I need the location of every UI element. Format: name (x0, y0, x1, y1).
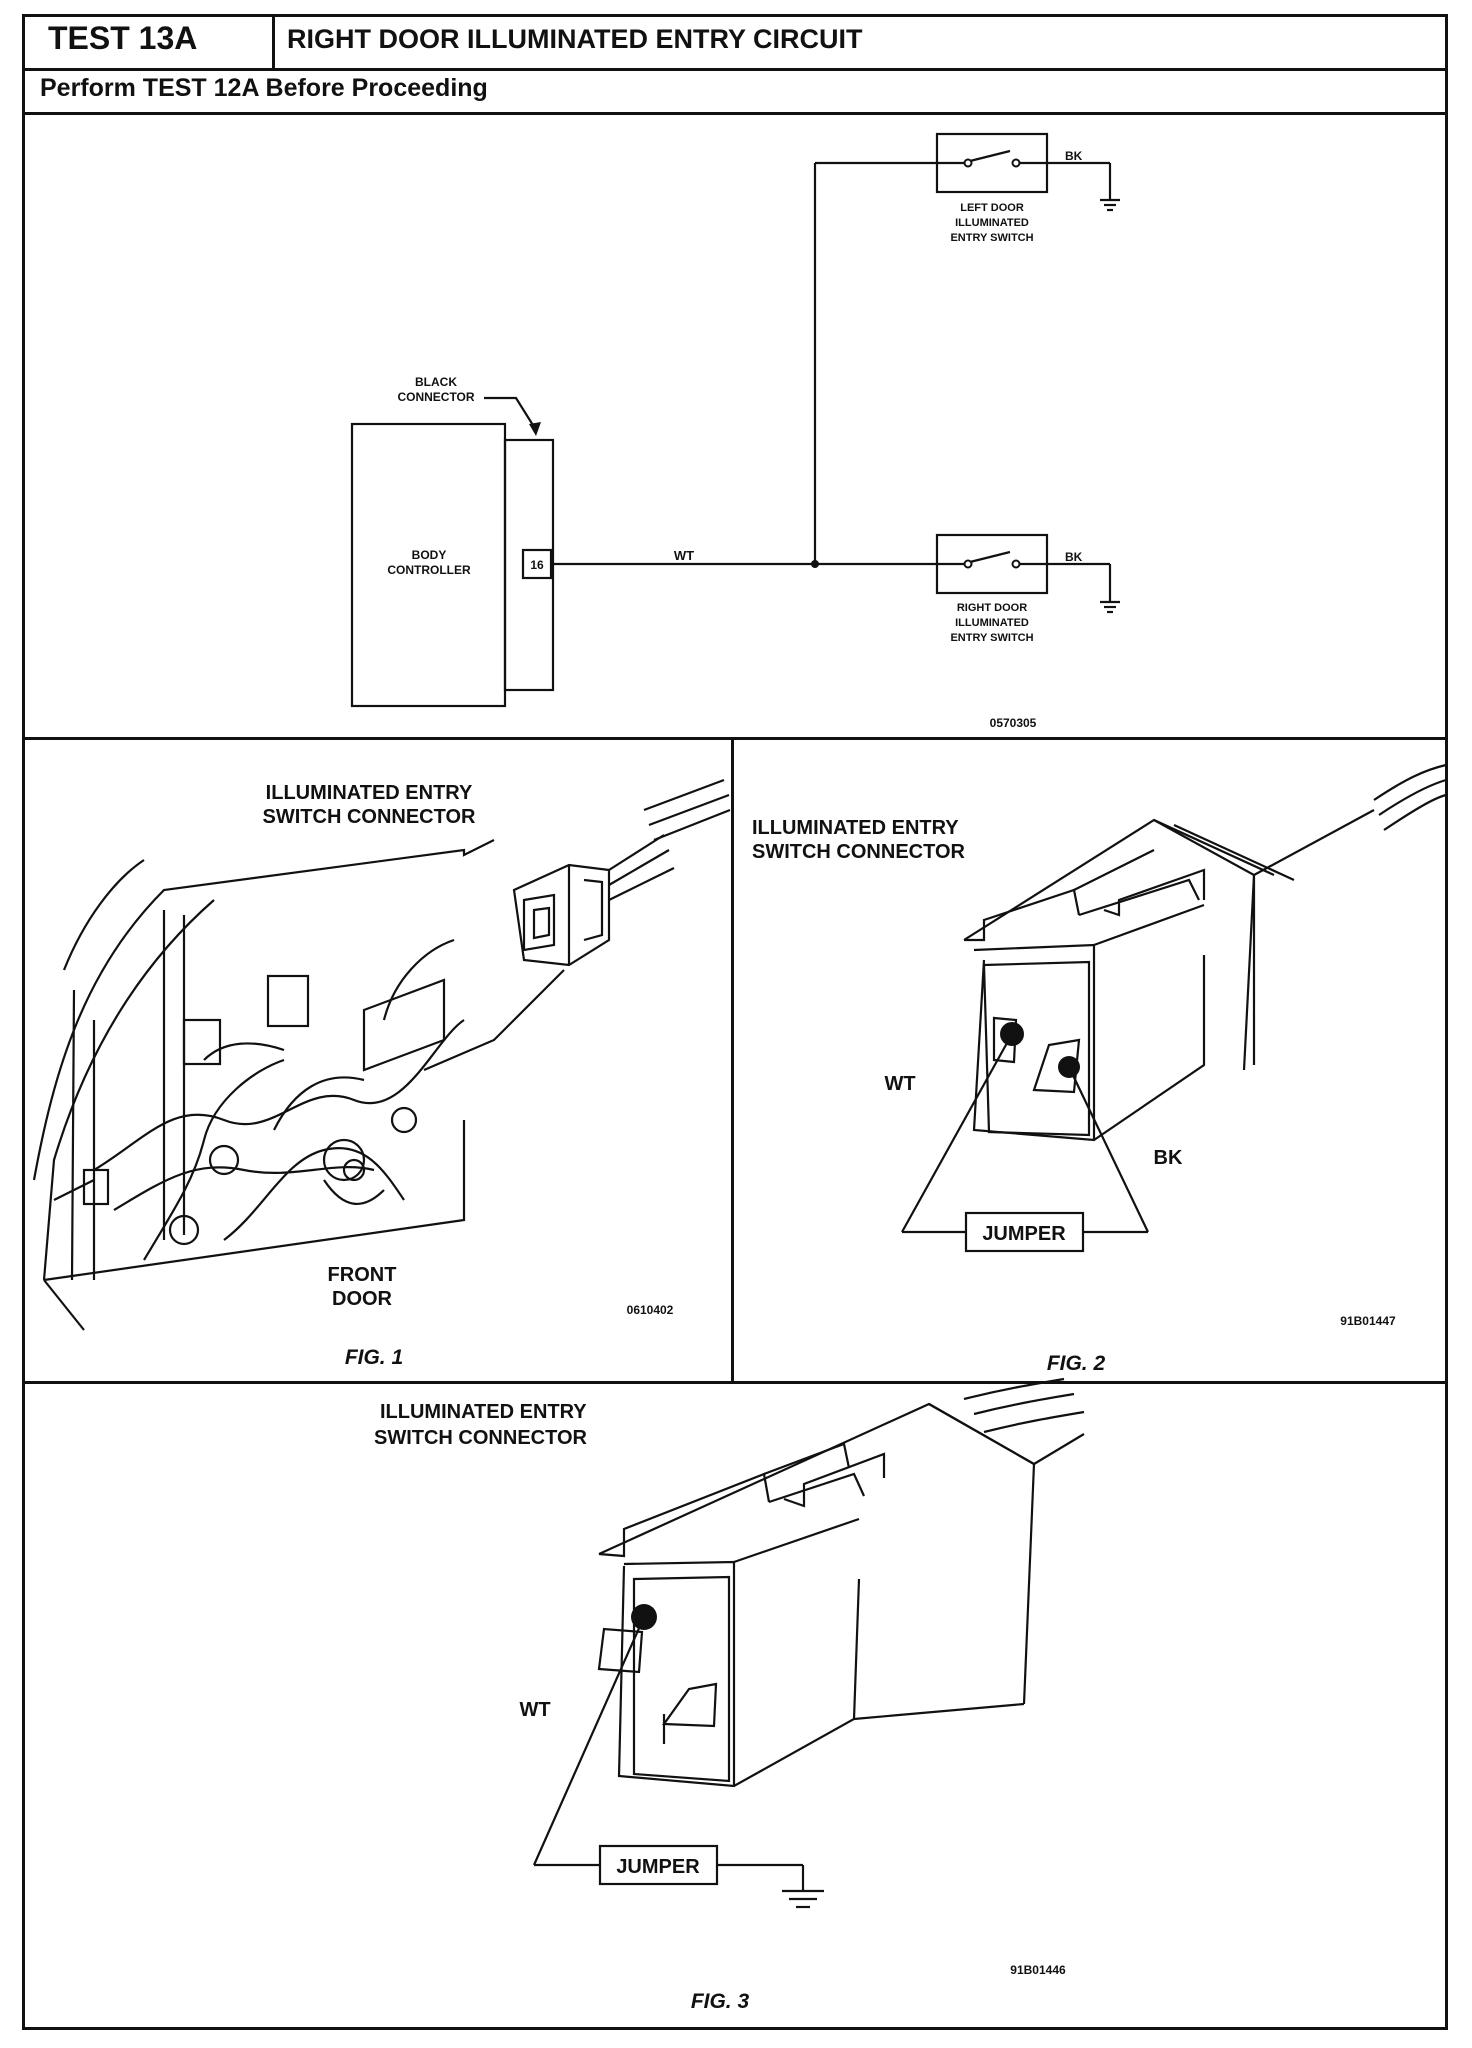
body-controller-label: BODY (412, 548, 447, 562)
fig2-wire-bk: BK (1154, 1147, 1183, 1169)
fig3-jumper-lead (532, 1616, 646, 1866)
fig3-ref-code: 91B01446 (1010, 1963, 1066, 1977)
pin-number: 16 (530, 558, 544, 572)
fig3-title: ILLUMINATED ENTRY (380, 1401, 587, 1423)
splice-dot (811, 560, 819, 568)
header-divider (272, 14, 275, 70)
fig3-wire-wt: WT (519, 1699, 550, 1721)
fig1-title: ILLUMINATED ENTRY (266, 782, 473, 804)
fig1-ref-code: 0610402 (627, 1303, 674, 1317)
connector-leader (484, 396, 537, 431)
fig2-title: ILLUMINATED ENTRY (752, 817, 959, 839)
right-switch-label-2: ILLUMINATED (955, 617, 1029, 629)
black-connector-box (503, 438, 555, 692)
fig3-caption: FIG. 3 (691, 1990, 750, 2013)
fig2-ref-code: 91B01447 (1340, 1314, 1396, 1328)
fig2-wire-wt: WT (884, 1073, 915, 1095)
right-switch-label-3: ENTRY SWITCH (950, 632, 1033, 644)
page-frame (22, 14, 1448, 2030)
left-switch-label-2: ILLUMINATED (955, 217, 1029, 229)
connector-arrowhead (529, 422, 541, 436)
body-controller-label-2: CONTROLLER (387, 563, 471, 577)
schematic-ref-code: 0570305 (990, 716, 1037, 730)
fig2-connector-illustration: ILLUMINATED ENTRY SWITCH CONNECTOR WT BK… (752, 763, 1447, 1375)
prerequisite-note: Perform TEST 12A Before Proceeding (40, 74, 488, 102)
schematic-rule (22, 737, 1448, 740)
left-switch-blade (969, 149, 1011, 163)
fig2-caption: FIG. 2 (1047, 1352, 1106, 1375)
fig3-jumper-label: JUMPER (616, 1856, 700, 1878)
fig-divider (731, 737, 734, 1383)
fig1-door-illustration: ILLUMINATED ENTRY SWITCH CONNECTOR FRONT… (32, 778, 731, 1369)
test-title: RIGHT DOOR ILLUMINATED ENTRY CIRCUIT (287, 24, 863, 54)
fig3-title-2: SWITCH CONNECTOR (374, 1427, 588, 1449)
test-id: TEST 13A (48, 20, 198, 56)
schematic-diagram: BLACK CONNECTOR BODY CONTROLLER 16 WT BK… (350, 132, 1120, 730)
left-switch-label: LEFT DOOR (960, 202, 1024, 214)
left-switch-wire-label: BK (1065, 149, 1083, 163)
fig2-jumper-label: JUMPER (982, 1223, 1066, 1245)
fig3-connector-illustration: ILLUMINATED ENTRY SWITCH CONNECTOR WT JU… (374, 1377, 1085, 2013)
right-switch-wire-label: BK (1065, 550, 1083, 564)
black-connector-label: BLACK (415, 375, 457, 389)
fig2-jumper-box (964, 1211, 1085, 1253)
fig1-title-2: SWITCH CONNECTOR (263, 806, 477, 828)
fig-rule (22, 1381, 1448, 1384)
fig2-jumper-lead-bk (1068, 1066, 1149, 1233)
fig2-title-2: SWITCH CONNECTOR (752, 841, 966, 863)
front-door-label-2: DOOR (332, 1288, 393, 1310)
left-switch-label-3: ENTRY SWITCH (950, 232, 1033, 244)
fig1-caption: FIG. 1 (345, 1346, 403, 1369)
door-outline (32, 839, 495, 1181)
right-switch-label: RIGHT DOOR (957, 602, 1027, 614)
right-switch-blade (969, 550, 1011, 564)
black-connector-label-2: CONNECTOR (397, 390, 474, 404)
front-door-label: FRONT (328, 1264, 397, 1286)
wire-wt-label: WT (674, 548, 694, 563)
prereq-rule (22, 112, 1448, 115)
fig2-jumper-lead-wt (901, 1033, 1013, 1233)
header-rule (22, 68, 1448, 71)
